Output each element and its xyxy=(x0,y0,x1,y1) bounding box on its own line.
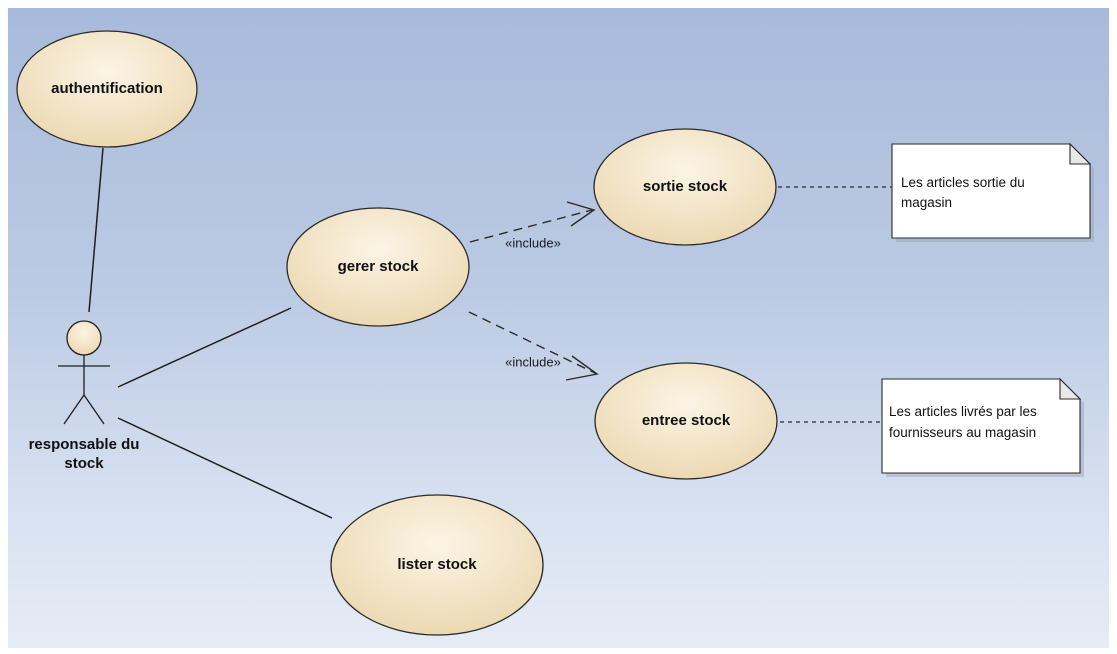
actor-label-line1: responsable du xyxy=(29,436,140,453)
include-dependency-sortie[interactable] xyxy=(469,201,596,243)
note-text-line1: Les articles livrés par les xyxy=(889,404,1037,419)
use-case-gerer-stock[interactable]: gerer stock xyxy=(286,207,470,327)
note-sortie[interactable]: Les articles sortie du magasin xyxy=(891,142,1094,242)
association-gerer-stock[interactable] xyxy=(117,307,292,388)
actor-label-line2: stock xyxy=(64,455,104,472)
association-authentification[interactable] xyxy=(88,147,104,313)
association-lister-stock[interactable] xyxy=(117,417,333,519)
note-text-line2: magasin xyxy=(901,195,952,210)
note-text-line2: fournisseurs au magasin xyxy=(889,425,1036,440)
use-case-label: entree stock xyxy=(642,412,731,429)
use-case-sortie-stock[interactable]: sortie stock xyxy=(593,128,777,246)
use-case-authentification[interactable]: authentification xyxy=(16,30,198,148)
include-label-entree: «include» xyxy=(505,354,561,369)
use-case-entree-stock[interactable]: entree stock xyxy=(594,362,778,480)
note-entree[interactable]: Les articles livrés par les fournisseurs… xyxy=(881,377,1084,477)
actor-head xyxy=(66,320,102,356)
include-label-sortie: «include» xyxy=(505,235,561,250)
use-case-label: sortie stock xyxy=(643,178,728,195)
diagram-background xyxy=(8,8,1109,648)
use-case-label: authentification xyxy=(51,80,163,97)
actor-right-leg xyxy=(83,394,105,425)
actor-responsable-du-stock[interactable]: responsable du stock xyxy=(29,320,140,472)
use-case-label: gerer stock xyxy=(338,258,420,275)
use-case-label: lister stock xyxy=(397,556,477,573)
include-dependency-entree[interactable] xyxy=(468,311,599,381)
note-text-line1: Les articles sortie du xyxy=(901,175,1025,190)
actor-left-leg xyxy=(63,394,85,425)
use-case-lister-stock[interactable]: lister stock xyxy=(330,494,544,636)
